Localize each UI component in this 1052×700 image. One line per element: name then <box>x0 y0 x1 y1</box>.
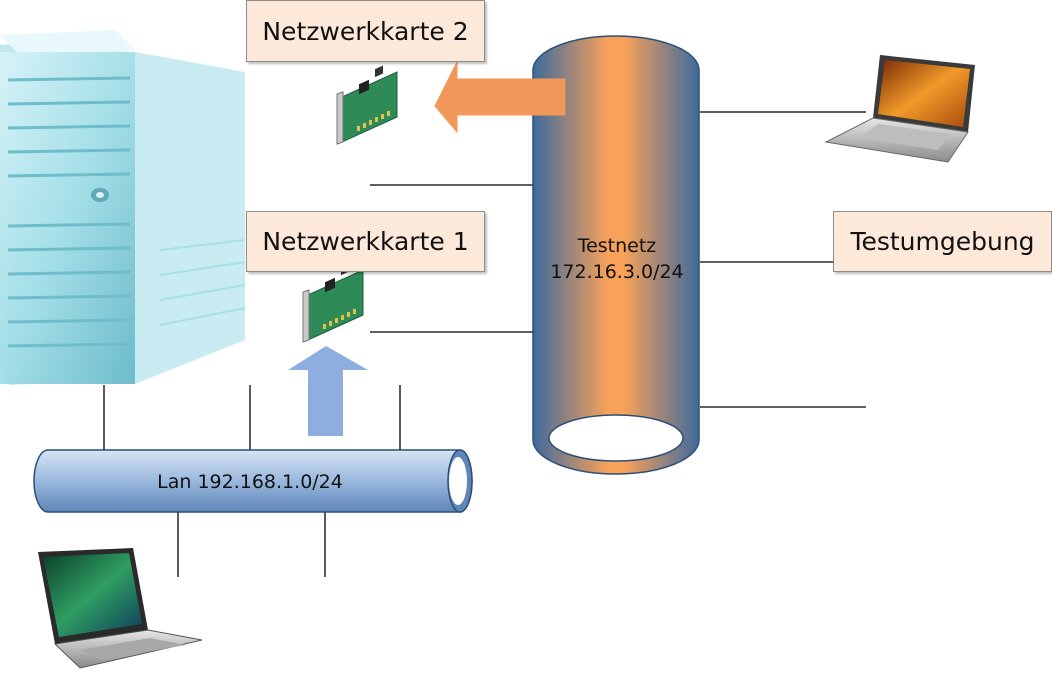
blue-arrow-icon <box>288 346 368 436</box>
testumgebung-label: Testumgebung <box>833 211 1052 272</box>
network-card-icon <box>336 65 398 145</box>
orange-arrow-icon <box>434 61 566 134</box>
lan-cylinder: Lan 192.168.1.0/24 <box>33 449 473 513</box>
nic2-label: Netzwerkkarte 2 <box>246 0 485 62</box>
nic1-label: Netzwerkkarte 1 <box>246 211 485 272</box>
laptop-icon <box>38 548 203 669</box>
laptop-icon <box>824 55 975 163</box>
server-tower-icon <box>0 30 246 385</box>
network-card-icon <box>302 263 364 343</box>
connection-lines <box>103 111 866 577</box>
testnetz-name: Testnetz <box>577 235 657 257</box>
testnetz-cylinder: Testnetz 172.16.3.0/24 <box>532 35 700 475</box>
testnetz-subnet: 172.16.3.0/24 <box>550 261 683 283</box>
lan-label: Lan 192.168.1.0/24 <box>157 471 343 493</box>
